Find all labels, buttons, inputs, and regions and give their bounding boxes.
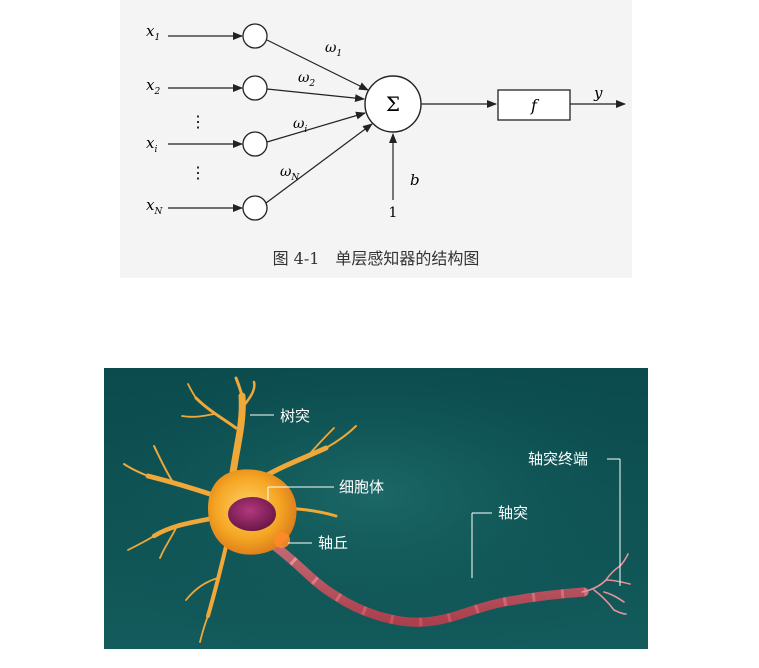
input-label-x1: x1 <box>146 22 160 43</box>
bias-input-label: 1 <box>389 205 398 221</box>
axon <box>267 539 589 627</box>
activation-label: f <box>530 96 540 115</box>
input-node-i <box>242 131 268 157</box>
input-label-x2: x2 <box>146 76 160 97</box>
activation-box <box>497 89 571 121</box>
perceptron-background <box>120 0 632 278</box>
input-label-xi: xi <box>146 134 157 155</box>
sum-symbol: Σ <box>386 92 400 116</box>
input-label-xN: xN <box>146 196 163 217</box>
weight-label-2: ω2 <box>298 70 315 89</box>
label-soma: 细胞体 <box>339 478 384 496</box>
output-label: y <box>593 84 603 102</box>
label-dendrite: 树突 <box>280 407 310 425</box>
perceptron-diagram: x1 x2 xi xN ⋮ ⋮ ω1 ω2 ωi ωN Σ b 1 f y <box>120 0 632 278</box>
label-axon: 轴突 <box>498 504 528 522</box>
weight-label-N: ωN <box>280 164 300 183</box>
axon-hillock <box>274 532 290 548</box>
input-node-2 <box>242 75 268 101</box>
input-node-1 <box>242 23 268 49</box>
weight-label-1: ω1 <box>325 40 342 59</box>
bias-label: b <box>410 171 420 189</box>
input-node-N <box>242 195 268 221</box>
nucleus <box>228 497 276 531</box>
label-axon-terminal: 轴突终端 <box>528 450 588 468</box>
input-arrows <box>168 32 243 212</box>
figure-caption: 图 4-1 单层感知器的结构图 <box>273 249 480 268</box>
ellipsis-upper: ⋮ <box>190 112 206 131</box>
ellipsis-lower: ⋮ <box>190 163 206 182</box>
weight-connections <box>265 39 373 204</box>
neuron-illustration: 树突 细胞体 轴丘 轴突 轴突终端 <box>104 368 648 649</box>
weight-label-i: ωi <box>293 116 307 135</box>
label-leaders <box>250 414 621 586</box>
label-axon-hillock: 轴丘 <box>318 534 348 552</box>
axon-terminal <box>581 553 631 615</box>
